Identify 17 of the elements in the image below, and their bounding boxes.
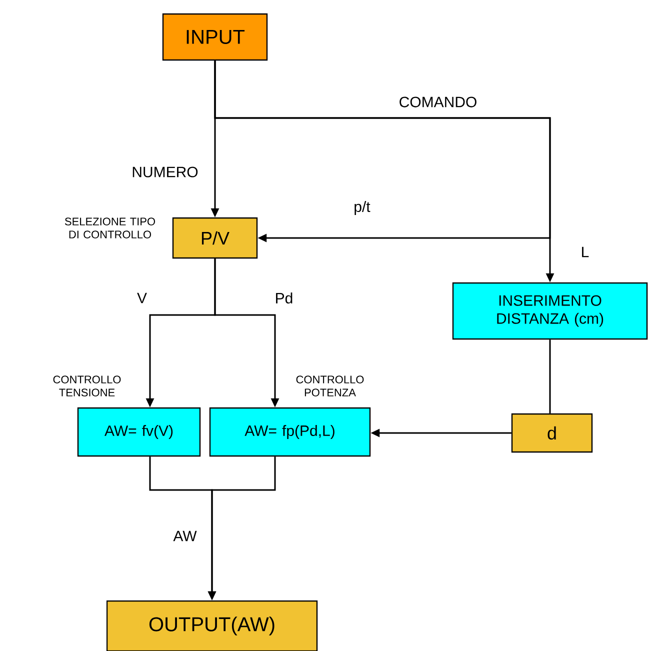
process-box: AW= fp(Pd,L)	[209, 407, 371, 457]
process-box: INSERIMENTO DISTANZA (cm)	[452, 282, 648, 340]
annotation-text: CONTROLLO POTENZA	[296, 376, 364, 396]
edge-label: V	[136, 292, 148, 304]
process-box: P/V	[172, 217, 258, 259]
edge-label: Pd	[274, 292, 294, 304]
edge-label: AW	[172, 530, 198, 542]
process-box: d	[511, 413, 593, 453]
edge-label: p/t	[352, 200, 372, 216]
process-box: OUTPUT(AW)	[106, 600, 318, 651]
edge-label: NUMERO	[130, 166, 200, 178]
annotation-text: CONTROLLO TENSIONE	[53, 376, 121, 396]
annotation-text: SELEZIONE TIPO DI CONTROLLO	[64, 218, 155, 238]
process-box: AW= fv(V)	[77, 407, 201, 457]
edge-label: L	[580, 246, 590, 258]
process-box: INPUT	[162, 13, 268, 61]
line-label: COMANDO	[398, 96, 478, 108]
